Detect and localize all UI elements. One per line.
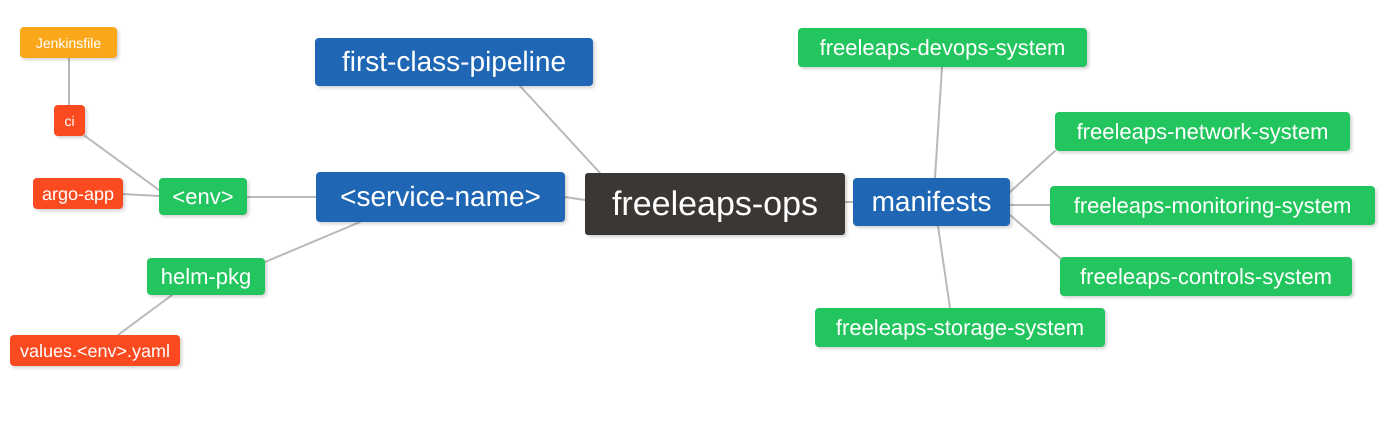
edge-manifests-to-freeleaps-devops-system xyxy=(934,66,943,179)
node-label-ci: ci xyxy=(64,112,75,129)
node-label-jenkinsfile: Jenkinsfile xyxy=(35,34,102,51)
node-label-manifests: manifests xyxy=(871,186,992,217)
node-label-helm-pkg: helm-pkg xyxy=(160,263,252,289)
node-freeleaps-network-system[interactable]: freeleaps-network-system xyxy=(1055,112,1350,151)
node-label-freeleaps-network-system: freeleaps-network-system xyxy=(1076,118,1329,144)
edge-env-to-argo-app xyxy=(122,193,160,197)
node-freeleaps-storage-system[interactable]: freeleaps-storage-system xyxy=(815,308,1105,347)
node-label-freeleaps-monitoring-system: freeleaps-monitoring-system xyxy=(1073,192,1352,218)
edge-freeleaps-ops-to-first-class-pipeline xyxy=(519,85,601,174)
node-freeleaps-devops-system[interactable]: freeleaps-devops-system xyxy=(798,28,1087,67)
node-freeleaps-monitoring-system[interactable]: freeleaps-monitoring-system xyxy=(1050,186,1375,225)
edge-freeleaps-ops-to-service-name xyxy=(564,196,586,201)
node-ci[interactable]: ci xyxy=(54,105,85,136)
node-label-freeleaps-storage-system: freeleaps-storage-system xyxy=(835,314,1085,340)
node-label-env: <env> xyxy=(172,183,234,209)
edge-service-name-to-helm-pkg xyxy=(264,221,361,263)
node-label-freeleaps-devops-system: freeleaps-devops-system xyxy=(819,34,1066,60)
node-label-freeleaps-ops: freeleaps-ops xyxy=(611,185,818,223)
edge-helm-pkg-to-values-env-yaml xyxy=(117,294,173,336)
node-label-argo-app: argo-app xyxy=(41,183,115,204)
node-label-first-class-pipeline: first-class-pipeline xyxy=(341,46,567,77)
edge-manifests-to-freeleaps-network-system xyxy=(1009,150,1056,193)
node-values-env-yaml[interactable]: values.<env>.yaml xyxy=(10,335,180,366)
node-freeleaps-controls-system[interactable]: freeleaps-controls-system xyxy=(1060,257,1352,296)
node-jenkinsfile[interactable]: Jenkinsfile xyxy=(20,27,117,58)
edge-manifests-to-freeleaps-storage-system xyxy=(937,225,951,309)
node-freeleaps-ops[interactable]: freeleaps-ops xyxy=(585,173,845,235)
node-helm-pkg[interactable]: helm-pkg xyxy=(147,258,265,295)
node-env[interactable]: <env> xyxy=(159,178,247,215)
node-label-values-env-yaml: values.<env>.yaml xyxy=(19,340,171,361)
node-manifests[interactable]: manifests xyxy=(853,178,1010,226)
node-service-name[interactable]: <service-name> xyxy=(316,172,565,222)
node-first-class-pipeline[interactable]: first-class-pipeline xyxy=(315,38,593,86)
node-argo-app[interactable]: argo-app xyxy=(33,178,123,209)
node-label-service-name: <service-name> xyxy=(340,181,541,212)
node-label-freeleaps-controls-system: freeleaps-controls-system xyxy=(1080,263,1332,289)
